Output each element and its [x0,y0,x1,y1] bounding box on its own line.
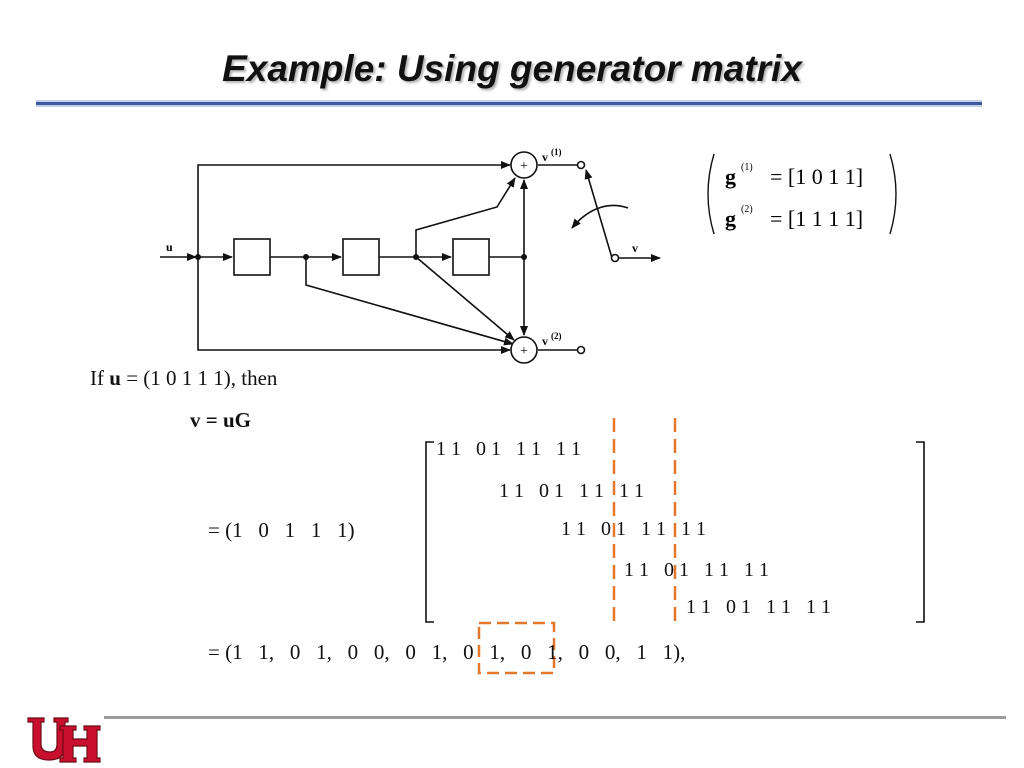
tap-points [195,254,527,260]
mux-output-label: v [632,241,638,255]
matrix-row-3: 1 1 0 1 1 1 1 1 [561,518,706,540]
matrix-row-4: 1 1 0 1 1 1 1 1 [624,559,769,581]
generator-sequences: g (1) = [1 0 1 1] g (2) = [1 1 1 1] [707,153,897,235]
university-logo [27,717,101,763]
v-equals-uG: v = uG [190,408,251,432]
adder-1-symbol: + [520,159,528,174]
adder-2 [510,336,538,364]
footer-rule [104,716,1006,719]
title-underline [36,100,982,107]
g1-value: = [1 0 1 1] [770,164,863,189]
g2-value: = [1 1 1 1] [770,206,863,231]
intro-rest: = (1 0 1 1 1), then [120,366,278,390]
matrix-brackets [425,441,925,623]
intro-line: If u = (1 0 1 1 1), then [90,366,277,391]
intro-u: u [109,366,121,390]
slide-title: Example: Using generator matrix [222,48,802,89]
output-2-label: v [542,334,548,348]
g1-superscript: (1) [741,162,753,173]
matrix-left-bracket [425,441,434,623]
intro-if: If [90,366,110,390]
adder-1 [510,151,538,179]
adder-2-symbol: + [520,344,528,359]
input-label: u [166,240,173,254]
input-vector-times-G: = (1 0 1 1 1) [208,518,355,542]
highlight-box [477,621,556,675]
output-1-superscript: (1) [551,147,562,157]
left-paren [707,153,715,235]
output-2-superscript: (2) [551,331,562,341]
g1-symbol: g [725,164,736,189]
matrix-row-2: 1 1 0 1 1 1 1 1 [499,480,644,502]
output-1-label: v [542,150,548,164]
codeword-result: = (1 1, 0 1, 0 0, 0 1, 0 1, 0 1, 0 0, 1 … [208,640,686,664]
right-paren [889,153,897,235]
matrix-right-bracket [916,441,925,623]
encoder-diagram: + + u v (1) v (2) v [160,147,661,364]
matrix-row-1: 1 1 0 1 1 1 1 1 [436,438,581,460]
matrix-row-5: 1 1 0 1 1 1 1 1 [686,596,831,618]
g2-superscript: (2) [741,204,753,215]
g2-symbol: g [725,206,736,231]
